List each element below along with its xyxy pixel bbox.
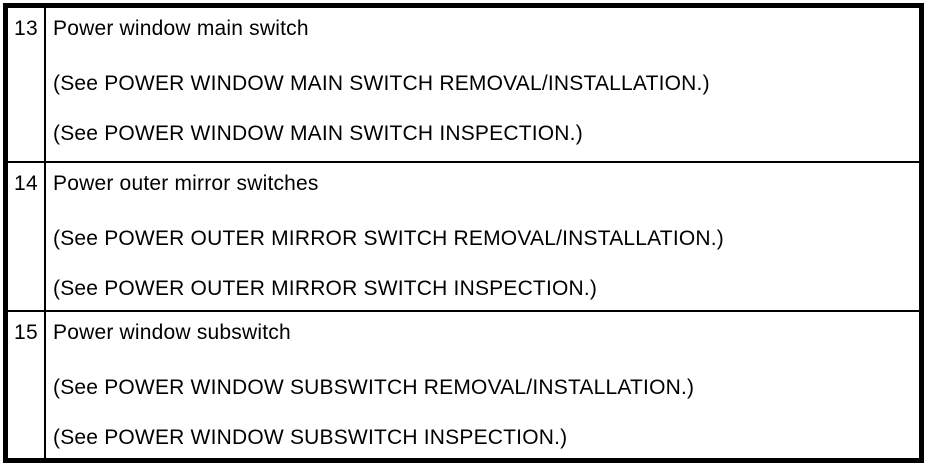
table-row: 14 Power outer mirror switches (See POWE… — [8, 161, 919, 310]
item-description-cell: Power outer mirror switches (See POWER O… — [46, 163, 919, 310]
item-title: Power outer mirror switches — [53, 172, 319, 195]
column-divider — [44, 312, 46, 458]
see-reference-removal: (See POWER WINDOW SUBSWITCH REMOVAL/INST… — [53, 376, 695, 399]
item-title: Power window main switch — [53, 17, 309, 40]
item-number: 13 — [14, 17, 38, 40]
see-reference-removal: (See POWER WINDOW MAIN SWITCH REMOVAL/IN… — [53, 72, 710, 95]
column-divider — [44, 163, 46, 310]
see-reference-inspection: (See POWER WINDOW MAIN SWITCH INSPECTION… — [53, 122, 583, 145]
item-description-cell: Power window subswitch (See POWER WINDOW… — [46, 312, 919, 458]
item-description-cell: Power window main switch (See POWER WIND… — [46, 8, 919, 161]
item-number: 15 — [14, 321, 38, 344]
see-reference-removal: (See POWER OUTER MIRROR SWITCH REMOVAL/I… — [53, 227, 724, 250]
see-reference-inspection: (See POWER WINDOW SUBSWITCH INSPECTION.) — [53, 426, 568, 449]
table-row: 13 Power window main switch (See POWER W… — [8, 8, 919, 161]
item-title: Power window subswitch — [53, 321, 291, 344]
table-row: 15 Power window subswitch (See POWER WIN… — [8, 310, 919, 458]
see-reference-inspection: (See POWER OUTER MIRROR SWITCH INSPECTIO… — [53, 277, 598, 300]
item-number: 14 — [14, 172, 38, 195]
column-divider — [44, 8, 46, 161]
parts-table: 13 Power window main switch (See POWER W… — [3, 3, 924, 463]
